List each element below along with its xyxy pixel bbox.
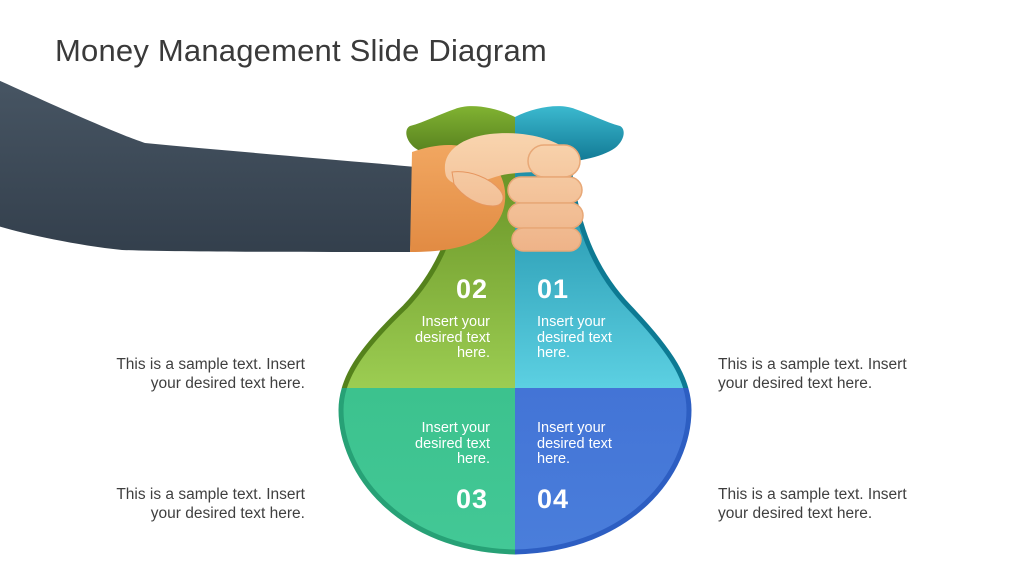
finger <box>507 176 583 204</box>
quadrant-04-number[interactable]: 04 <box>537 484 570 514</box>
quadrant-03-number[interactable]: 03 <box>455 484 488 514</box>
side-note-bottom-left[interactable]: This is a sample text. Insert your desir… <box>116 486 305 522</box>
quadrant-04-text[interactable]: Insert your desired text here. <box>537 420 612 467</box>
side-note-top-right[interactable]: This is a sample text. Insert your desir… <box>718 356 907 392</box>
fingers <box>507 144 584 252</box>
quadrant-03-text[interactable]: Insert your desired text here. <box>415 420 490 467</box>
thumb <box>451 171 504 207</box>
quadrant-01-text[interactable]: Insert your desired text here. <box>537 314 612 361</box>
side-note-bottom-right[interactable]: This is a sample text. Insert your desir… <box>718 486 907 522</box>
quadrant-02-number[interactable]: 02 <box>455 274 488 304</box>
arm-sleeve <box>0 80 416 252</box>
finger <box>511 227 582 252</box>
quadrant-02-text[interactable]: Insert your desired text here. <box>415 314 490 361</box>
side-note-top-left[interactable]: This is a sample text. Insert your desir… <box>116 356 305 392</box>
finger-knuckle-icon <box>527 144 581 178</box>
quadrant-01-number[interactable]: 01 <box>537 274 570 304</box>
finger <box>507 202 584 229</box>
page-title[interactable]: Money Management Slide Diagram <box>55 33 547 68</box>
